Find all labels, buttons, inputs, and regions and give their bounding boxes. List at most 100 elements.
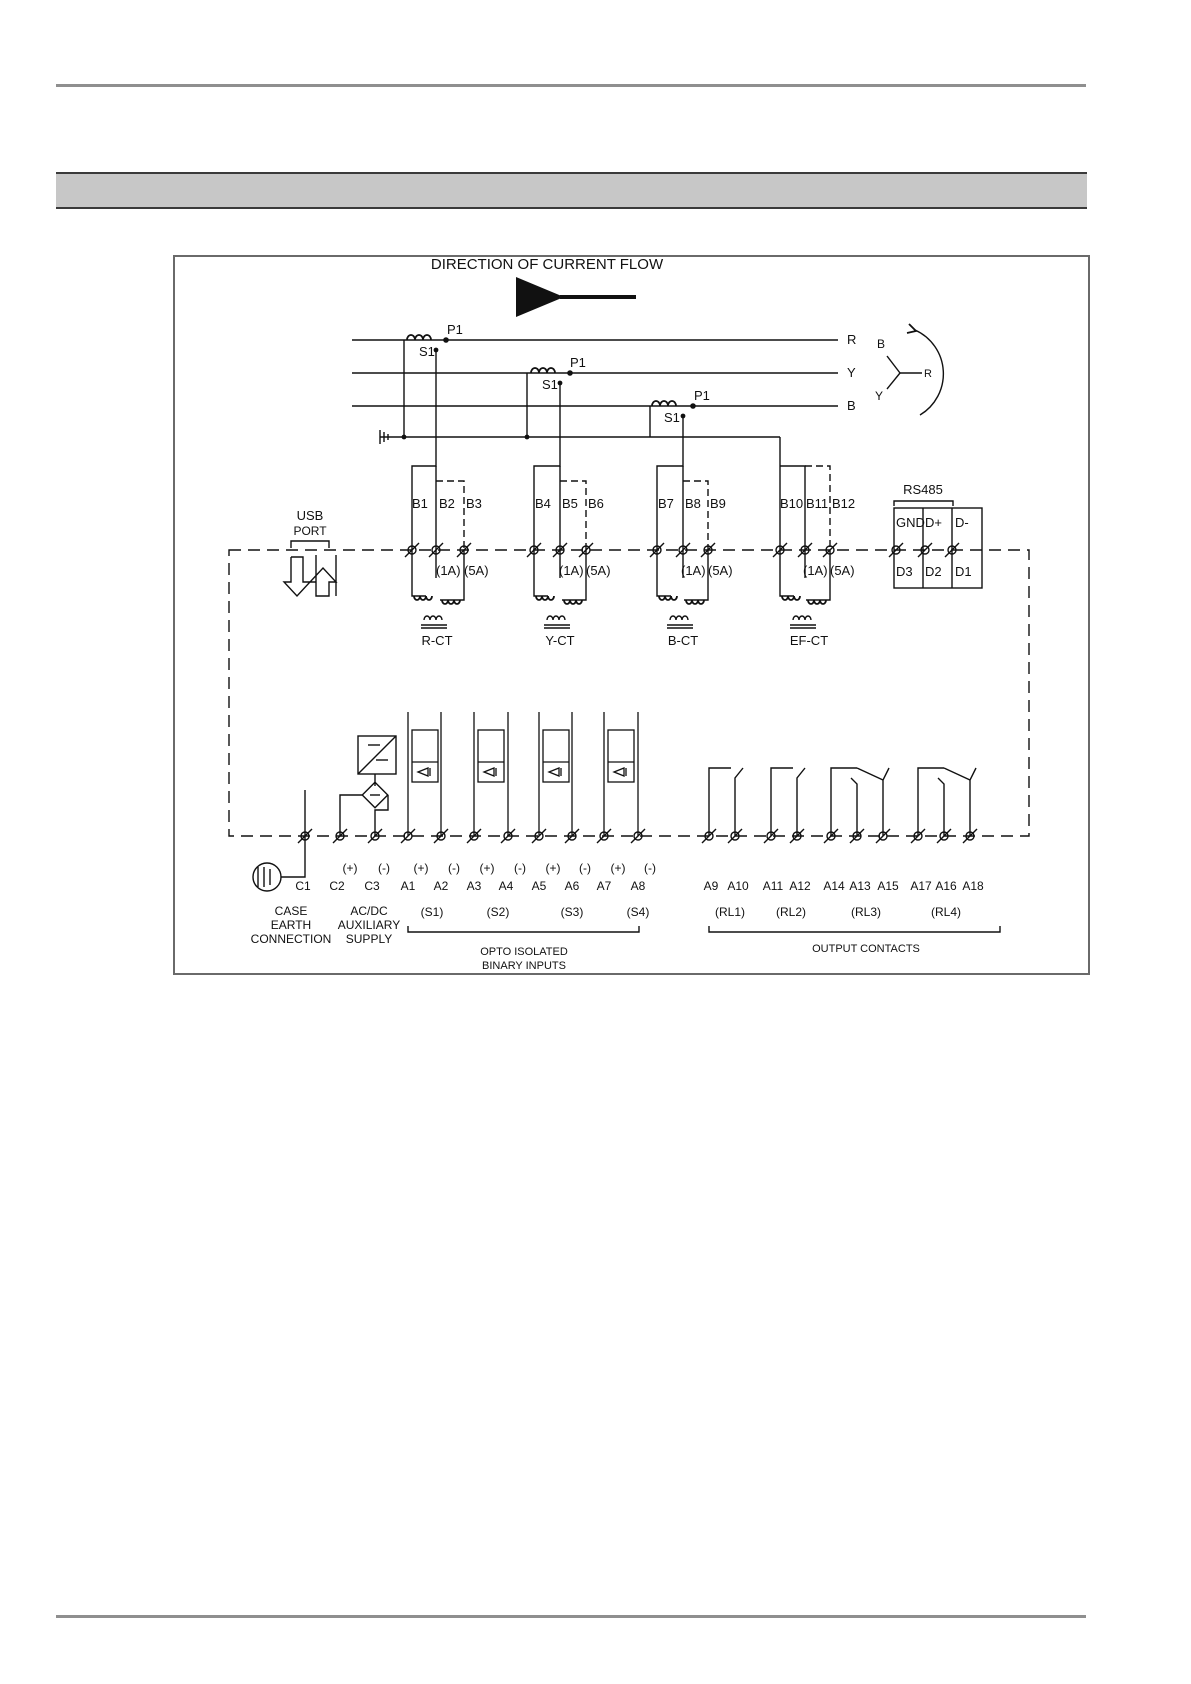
svg-text:A17: A17 [910,879,932,893]
top-rule [56,84,1086,87]
svg-text:(5A): (5A) [586,563,611,578]
phase-label-b: B [847,398,856,413]
svg-text:(+): (+) [480,861,495,875]
svg-text:B11: B11 [806,496,828,511]
rotation-label-r: R [924,368,932,380]
svg-text:EF-CT: EF-CT [790,633,828,648]
case-earth-symbol [252,790,306,892]
secondary-label-1: S1 [419,344,435,359]
svg-text:(-): (-) [378,861,390,875]
phase-label-y: Y [847,365,856,380]
phase-label-r: R [847,332,856,347]
svg-text:(RL3): (RL3) [851,905,881,919]
svg-text:B3: B3 [466,496,482,511]
svg-text:OPTO ISOLATED: OPTO ISOLATED [480,946,568,958]
svg-text:A15: A15 [877,879,899,893]
svg-text:A3: A3 [467,879,482,893]
primary-label-3: P1 [694,388,710,403]
svg-text:A1: A1 [401,879,416,893]
svg-text:(RL2): (RL2) [776,905,806,919]
svg-text:(1A): (1A) [436,563,461,578]
svg-text:(-): (-) [514,861,526,875]
svg-text:CONNECTION: CONNECTION [251,932,332,946]
secondary-label-2: S1 [542,377,558,392]
phase-lines [352,339,838,407]
svg-text:A4: A4 [499,879,514,893]
rotation-label-b: B [877,337,885,351]
svg-text:(1A): (1A) [559,563,584,578]
svg-text:A9: A9 [704,879,719,893]
svg-text:B9: B9 [710,496,726,511]
line-ct-coils [406,334,677,407]
usb-label-2: PORT [293,524,327,538]
diagram-title: DIRECTION OF CURRENT FLOW [431,256,664,273]
bottom-terminal-labels: C1 C2 C3 A1 A2 A3 A4 A5 A6 A7 A8 A9 A10 … [295,879,984,893]
svg-text:(5A): (5A) [830,563,855,578]
svg-text:BINARY INPUTS: BINARY INPUTS [482,960,566,972]
opto-inputs-brace [407,926,640,933]
svg-text:D3: D3 [896,564,913,579]
svg-text:B1: B1 [412,496,428,511]
case-earth-label: CASE EARTH CONNECTION [251,904,332,946]
svg-text:(+): (+) [343,861,358,875]
svg-text:C2: C2 [329,879,345,893]
rotation-label-y: Y [875,389,883,403]
svg-text:A6: A6 [565,879,580,893]
output-contacts-brace [708,926,1001,933]
rs485-pins: GND D+ D- [896,515,969,530]
svg-text:AC/DC: AC/DC [350,904,388,918]
svg-text:(+): (+) [414,861,429,875]
svg-text:(5A): (5A) [708,563,733,578]
svg-text:Y-CT: Y-CT [545,633,574,648]
svg-text:A18: A18 [962,879,984,893]
bottom-rule [56,1615,1086,1618]
svg-text:EARTH: EARTH [271,918,311,932]
primary-label-2: P1 [570,355,586,370]
internal-ct-wiring [411,550,831,601]
svg-text:A16: A16 [935,879,957,893]
rs485-terminals: D3 D2 D1 [896,564,972,579]
svg-text:(S1): (S1) [421,905,444,919]
phase-rotation-symbol [886,323,945,416]
svg-text:B-CT: B-CT [668,633,698,648]
svg-text:SUPPLY: SUPPLY [346,932,392,946]
relay-case-boundary [228,549,1030,837]
opto-input-blocks [407,712,639,836]
svg-text:D1: D1 [955,564,972,579]
output-relay-contacts [708,767,977,836]
svg-text:B10: B10 [780,496,803,511]
ct-input-wiring [411,437,831,550]
rs485-block [893,507,983,589]
svg-text:(1A): (1A) [803,563,828,578]
svg-text:(+): (+) [611,861,626,875]
svg-text:(RL4): (RL4) [931,905,961,919]
svg-text:AUXILIARY: AUXILIARY [338,918,400,932]
power-supply-symbol [339,735,397,836]
rs485-bracket [893,500,954,506]
internal-ct-coils [413,595,827,605]
svg-text:(+): (+) [546,861,561,875]
ct-secondary-wiring [379,340,781,466]
svg-text:(5A): (5A) [464,563,489,578]
svg-text:(S2): (S2) [487,905,510,919]
svg-text:A12: A12 [789,879,811,893]
bottom-terminal-screws [297,828,978,844]
section-header-band [56,172,1087,209]
svg-text:B4: B4 [535,496,551,511]
svg-text:D+: D+ [925,515,942,530]
svg-text:A5: A5 [532,879,547,893]
output-contacts-label: OUTPUT CONTACTS [812,943,920,955]
rs485-terminal-screws [888,542,960,558]
diagram-frame [173,255,1090,975]
svg-text:B5: B5 [562,496,578,511]
svg-text:(-): (-) [579,861,591,875]
ct-core-symbols [421,615,816,629]
svg-text:B6: B6 [588,496,604,511]
svg-text:(-): (-) [644,861,656,875]
usb-port-symbol [282,540,338,598]
svg-text:A8: A8 [631,879,646,893]
svg-text:(RL1): (RL1) [715,905,745,919]
svg-text:A11: A11 [763,879,784,893]
input-labels: (S1) (S2) (S3) (S4) [421,905,650,919]
